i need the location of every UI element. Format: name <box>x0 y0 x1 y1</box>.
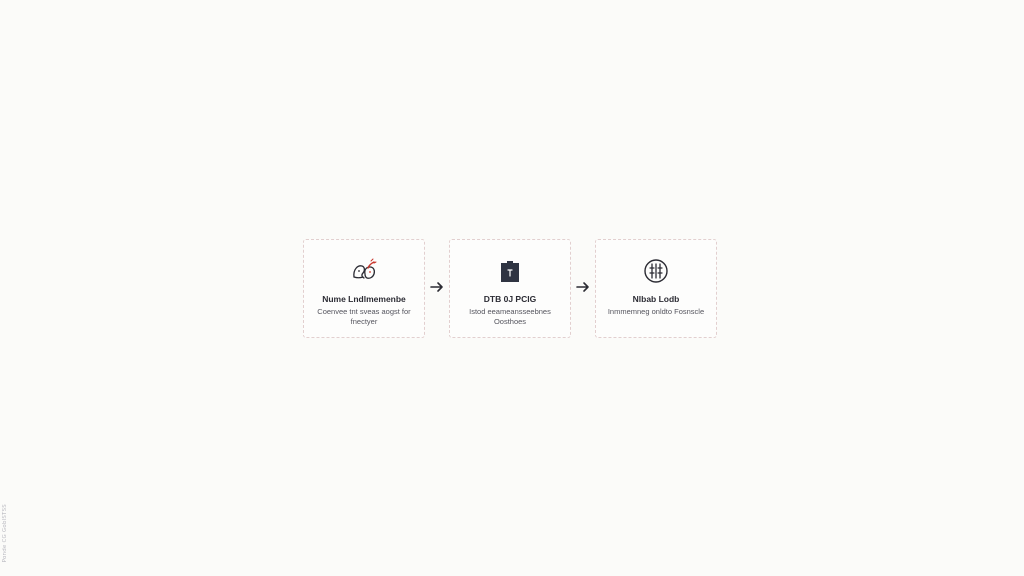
step-description: Coenvee tnt sveas aogst for fnectyer <box>317 306 411 327</box>
step-description: Istod eeameansseebnes Oosthoes <box>469 306 551 327</box>
step-title: DTB 0J PCIG <box>483 293 537 304</box>
arrow-right-icon <box>571 279 595 295</box>
side-watermark-text: Ponde CG GoblSTSS <box>2 503 8 562</box>
step-card-1: Nume Lndlmemenbe Coenvee tnt sveas aogst… <box>303 238 425 338</box>
step-title: Nlbab Lodb <box>632 293 680 304</box>
faces-icon <box>350 257 378 285</box>
process-flow: Nume Lndlmemenbe Coenvee tnt sveas aogst… <box>303 237 720 339</box>
step-description: Inmmemneg onldto Fosnscle <box>607 306 705 316</box>
grid-circle-icon <box>642 257 670 285</box>
step-title: Nume Lndlmemenbe <box>322 293 406 304</box>
arrow-right-icon <box>425 279 449 295</box>
step-card-2: DTB 0J PCIG Istod eeameansseebnes Oostho… <box>449 238 571 338</box>
step-card-3: Nlbab Lodb Inmmemneg onldto Fosnscle <box>595 238 717 338</box>
document-t-icon <box>496 257 524 285</box>
